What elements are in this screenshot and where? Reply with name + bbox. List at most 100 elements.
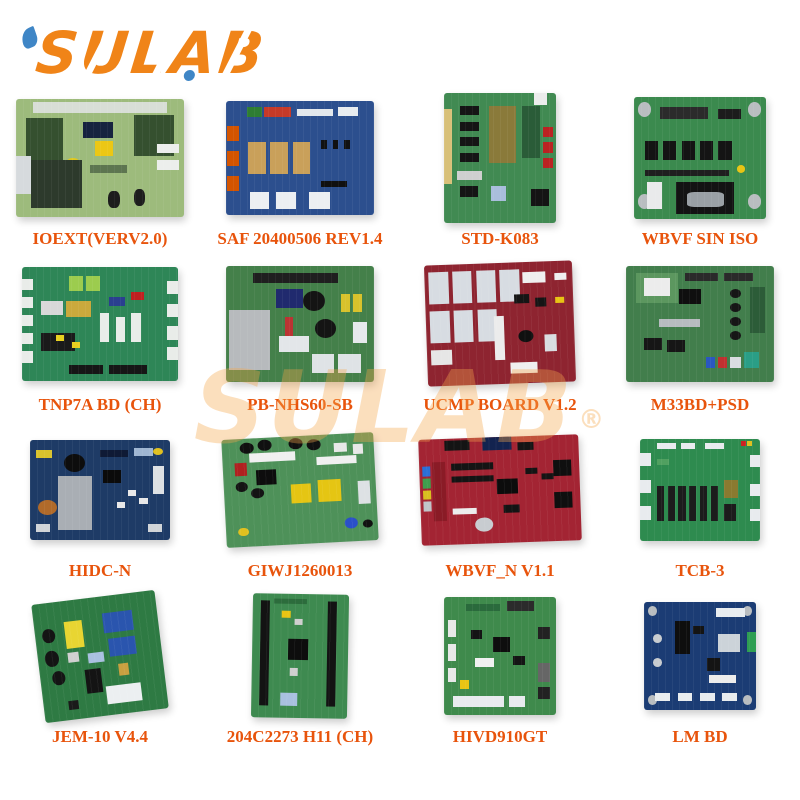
board-component	[357, 479, 371, 505]
product-photo	[600, 590, 800, 722]
board-component	[459, 152, 479, 162]
board-component	[341, 293, 351, 313]
board-component	[281, 610, 292, 618]
board-component	[717, 356, 727, 369]
board-component	[542, 157, 553, 169]
board-component	[251, 487, 264, 498]
pcb-board-image	[640, 438, 760, 542]
pcb-board-image	[16, 98, 184, 218]
board-component	[459, 679, 469, 690]
board-component	[279, 335, 309, 352]
board-component	[302, 291, 326, 312]
board-component	[685, 272, 718, 282]
board-component	[506, 601, 534, 611]
board-component	[640, 506, 651, 520]
board-component	[750, 508, 760, 521]
board-component	[115, 317, 125, 343]
board-component	[470, 629, 483, 640]
board-component	[290, 668, 298, 676]
board-component	[235, 481, 249, 493]
board-component	[167, 346, 178, 361]
board-component	[708, 675, 736, 684]
board-component	[740, 440, 746, 446]
product-card: UCMP BOARD V1.2	[400, 258, 600, 424]
board-component	[451, 475, 494, 484]
board-component	[656, 459, 669, 466]
board-component	[544, 334, 558, 352]
board-component	[334, 442, 347, 453]
product-photo	[0, 258, 200, 390]
board-component	[453, 310, 474, 343]
product-photo	[400, 590, 600, 722]
board-component	[700, 692, 715, 702]
product-card: HIVD910GT	[400, 590, 600, 756]
board-component	[513, 655, 525, 666]
pcb-board-image	[30, 439, 170, 541]
product-card: WBVF_N V1.1	[400, 424, 600, 590]
board-component	[274, 598, 307, 604]
board-component	[640, 479, 651, 494]
board-component	[706, 658, 721, 672]
board-component	[522, 106, 541, 158]
product-card: IOEXT(VERV2.0)	[0, 92, 200, 258]
pcb-board-image	[444, 93, 556, 224]
board-component	[258, 600, 271, 706]
board-component	[157, 160, 179, 170]
board-component	[689, 485, 697, 521]
board-component	[264, 106, 292, 118]
board-component	[680, 442, 696, 449]
product-label: UCMP BOARD V1.2	[423, 395, 577, 414]
board-component	[643, 337, 662, 350]
board-component	[423, 501, 432, 512]
board-component	[459, 121, 479, 131]
board-component	[700, 140, 714, 161]
board-component	[553, 460, 572, 477]
board-component	[531, 189, 550, 206]
board-component	[270, 142, 289, 174]
board-component	[167, 303, 178, 318]
board-component	[643, 277, 671, 297]
product-card: HIDC-N	[0, 424, 200, 590]
board-component	[705, 356, 715, 369]
board-component	[294, 618, 303, 626]
board-component	[22, 296, 33, 309]
product-label: STD-K083	[461, 229, 539, 248]
board-component	[700, 485, 708, 521]
board-component	[729, 303, 742, 313]
board-component	[448, 620, 457, 637]
board-component	[44, 649, 60, 668]
board-component	[704, 442, 724, 449]
board-component	[488, 106, 516, 164]
board-component	[747, 102, 761, 117]
board-component	[116, 502, 126, 509]
product-card: LM BD	[600, 590, 800, 756]
board-component	[493, 316, 506, 361]
board-component	[431, 462, 447, 522]
board-component	[306, 439, 321, 451]
board-component	[496, 478, 518, 495]
board-component	[332, 139, 339, 149]
board-component	[533, 93, 548, 105]
board-component	[736, 165, 745, 173]
product-card: STD-K083	[400, 92, 600, 258]
board-component	[320, 139, 327, 149]
board-component	[239, 442, 254, 455]
board-component	[722, 692, 737, 702]
board-component	[554, 273, 567, 281]
board-component	[22, 278, 33, 290]
board-component	[508, 696, 525, 708]
board-component	[660, 106, 708, 120]
board-component	[22, 351, 33, 363]
board-component	[131, 292, 144, 301]
product-photo	[400, 258, 600, 390]
board-component	[234, 462, 248, 477]
board-component	[311, 354, 335, 373]
board-component	[118, 662, 130, 676]
product-label: SAF 20400506 REV1.4	[217, 229, 383, 248]
board-component	[228, 310, 271, 371]
product-label: M33BD+PSD	[650, 395, 750, 414]
board-component	[428, 272, 449, 305]
product-label: HIDC-N	[68, 561, 132, 580]
board-component	[227, 151, 240, 166]
board-component	[153, 465, 165, 494]
